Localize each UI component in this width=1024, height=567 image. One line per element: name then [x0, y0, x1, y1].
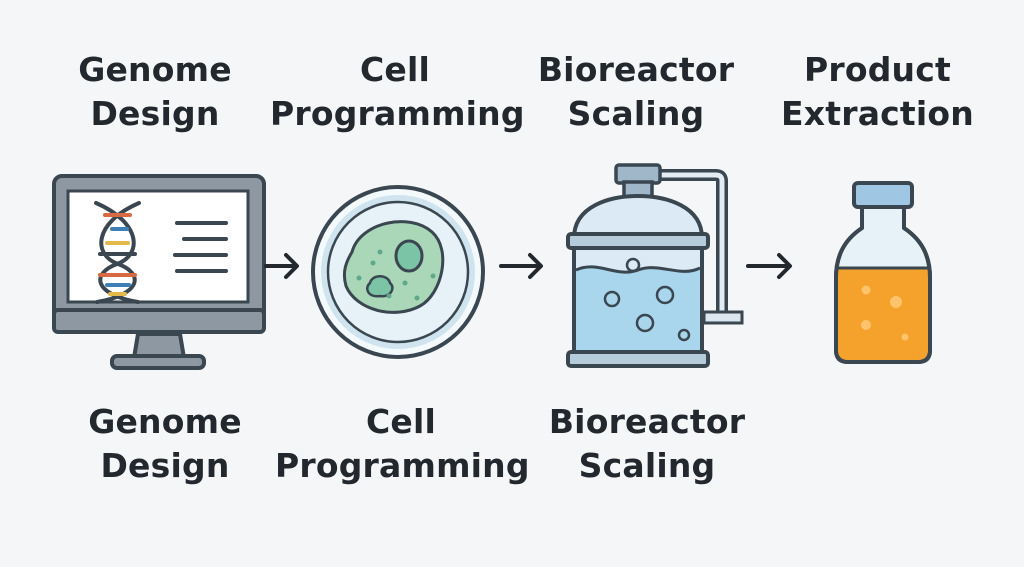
bottom-label-cell-programming: Cell Programming — [275, 402, 530, 485]
bioreactor-tank-icon — [566, 163, 744, 368]
arrow-right-icon — [746, 253, 792, 279]
computer-dna-icon — [52, 174, 266, 370]
bottom-label-genome-design: Genome Design — [88, 402, 242, 485]
product-bottle-icon — [834, 181, 932, 364]
bottom-label-bioreactor-scaling: Bioreactor Scaling — [548, 402, 746, 485]
dna-helix-icon — [94, 201, 141, 304]
petri-dish-cell-icon — [311, 185, 485, 359]
top-label-product-extraction: Product Extraction — [781, 50, 974, 133]
text-lines-icon — [173, 221, 228, 273]
top-label-genome-design: Genome Design — [78, 50, 232, 133]
arrow-right-icon — [499, 253, 543, 279]
top-label-cell-programming: Cell Programming — [270, 50, 525, 133]
top-label-bioreactor-scaling: Bioreactor Scaling — [537, 50, 735, 133]
arrow-right-icon — [264, 253, 299, 279]
